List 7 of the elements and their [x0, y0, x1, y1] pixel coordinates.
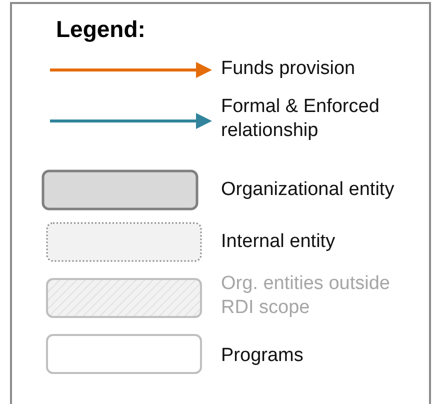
legend-label: Formal & Enforced relationship: [221, 95, 380, 143]
legend-label: Funds provision: [221, 57, 356, 81]
legend-label: Internal entity: [221, 230, 336, 254]
legend-label: Org. entities outside RDI scope: [221, 272, 391, 320]
legend-label: Programs: [221, 344, 304, 368]
legend-title: Legend:: [56, 16, 146, 43]
legend-label: Organizational entity: [221, 178, 396, 202]
